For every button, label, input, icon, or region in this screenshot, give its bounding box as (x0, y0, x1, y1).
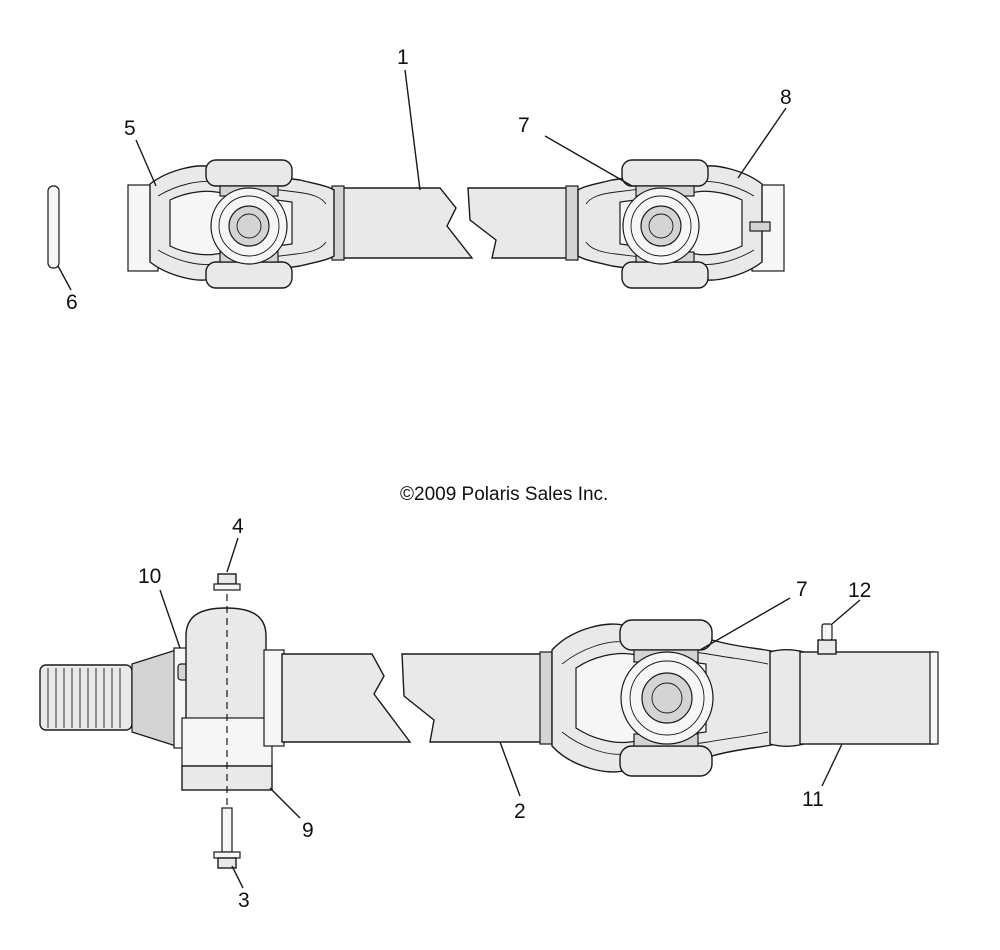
callout-3: 3 (238, 889, 250, 912)
leader-4 (226, 537, 239, 573)
callout-8: 8 (780, 86, 792, 109)
leader-3 (231, 865, 244, 889)
shaft-tube-part-2 (281, 651, 553, 745)
u-joint-left (127, 159, 335, 289)
leader-7-bottom (699, 597, 791, 651)
leader-9 (269, 787, 301, 819)
callout-6: 6 (66, 291, 78, 314)
slip-yoke-part-11 (769, 649, 939, 747)
u-joint-rear (551, 619, 777, 777)
leader-1 (404, 69, 421, 191)
bolt-part-4 (213, 573, 241, 591)
splined-stub-shaft (39, 647, 191, 749)
callout-7-top: 7 (518, 114, 530, 137)
callout-2: 2 (514, 800, 526, 823)
callout-9: 9 (302, 819, 314, 842)
callout-11: 11 (802, 788, 824, 811)
callout-12: 12 (848, 579, 871, 602)
callout-4: 4 (232, 515, 244, 538)
leader-5 (135, 139, 157, 187)
upper-prop-shaft-assembly (47, 69, 787, 291)
bolt-part-3 (213, 807, 241, 869)
leader-11 (821, 743, 843, 787)
callout-10: 10 (138, 565, 161, 588)
pin-part-6 (47, 185, 60, 269)
leader-8 (737, 107, 787, 179)
leader-7-top (544, 135, 633, 187)
bearing-bracket-part-9 (181, 607, 285, 791)
callout-1: 1 (397, 46, 409, 69)
u-joint-right (577, 159, 785, 289)
callout-5: 5 (124, 117, 136, 140)
shaft-tube-part-1 (331, 185, 579, 261)
copyright-notice: ©2009 Polaris Sales Inc. (400, 484, 608, 505)
leader-10 (159, 589, 181, 649)
lower-prop-shaft-assembly (39, 537, 939, 889)
callout-7-bottom: 7 (796, 578, 808, 601)
leader-2 (499, 741, 521, 797)
grease-fitting-part-12 (817, 623, 837, 655)
leader-12 (831, 599, 861, 625)
leader-6 (57, 265, 72, 291)
